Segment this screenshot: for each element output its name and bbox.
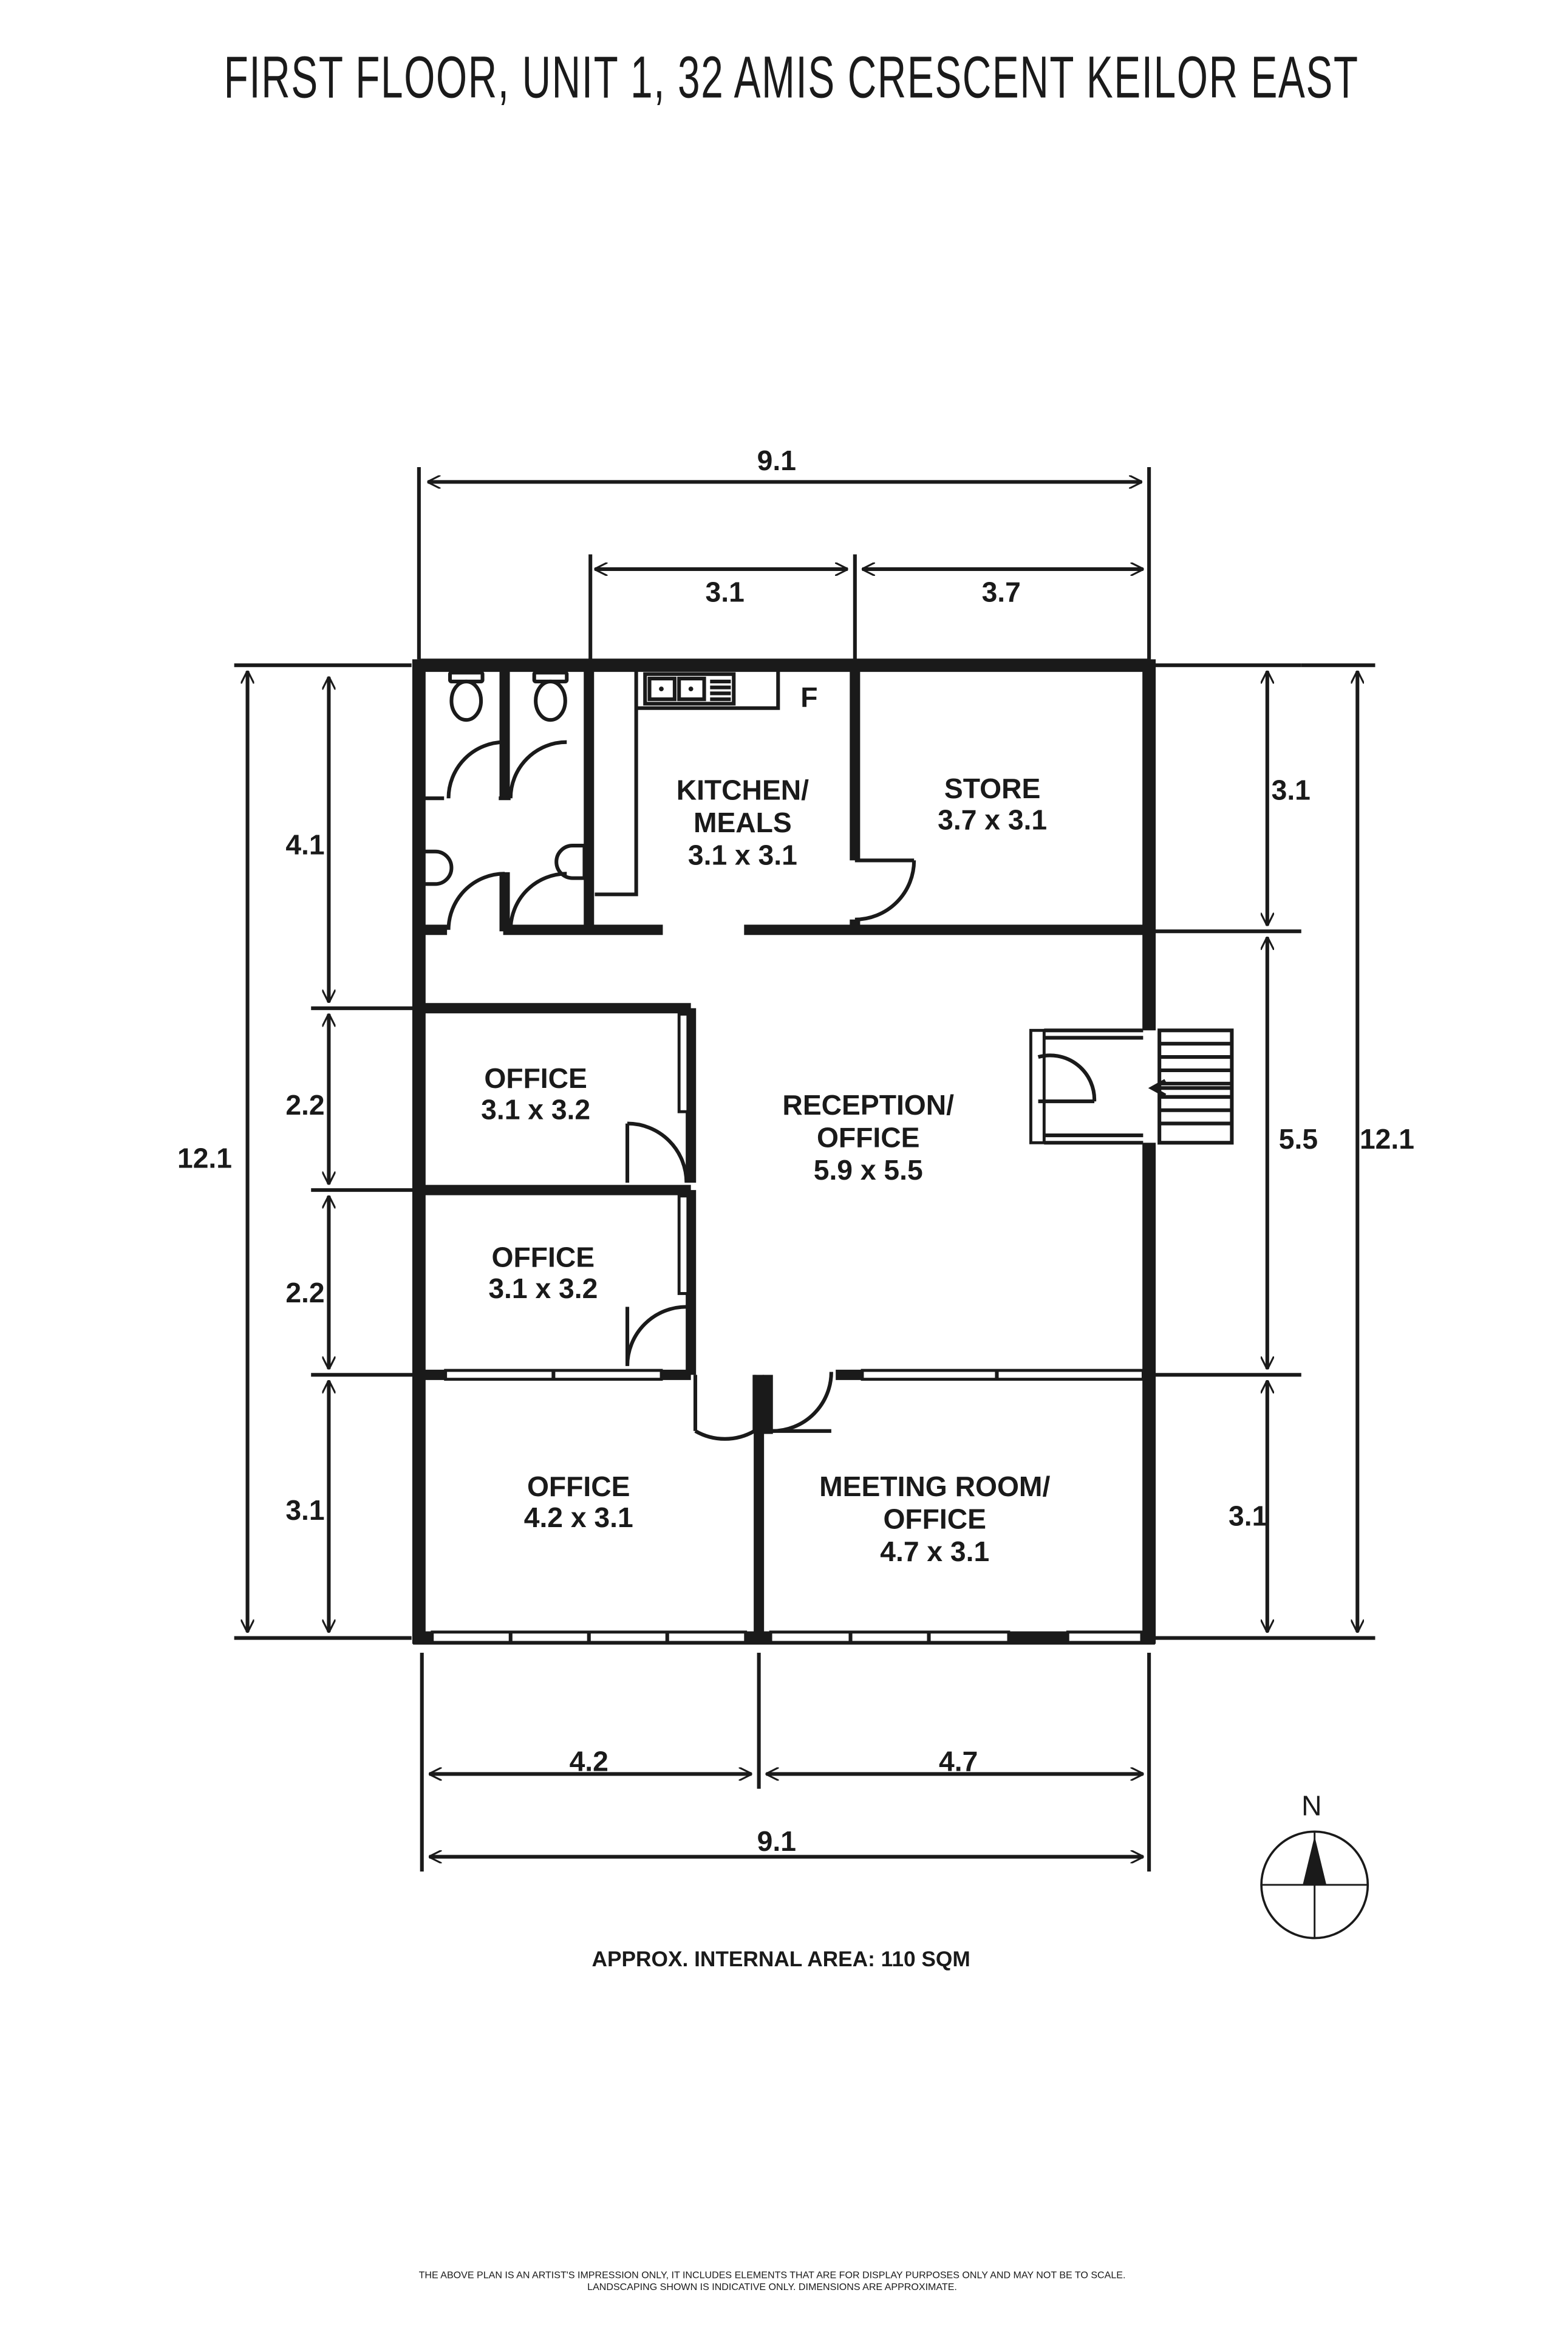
fixtures — [421, 671, 1234, 1145]
store-name: STORE — [944, 773, 1040, 804]
kitchen-name-line2: MEALS — [694, 807, 792, 838]
dim-bottom-total: 9.1 — [757, 1825, 796, 1857]
doors — [446, 740, 1144, 1441]
sink-icon — [643, 672, 736, 706]
office-c-name: OFFICE — [527, 1471, 630, 1502]
dim-left-total: 12.1 — [177, 1143, 232, 1174]
disclaimer-line1: THE ABOVE PLAN IS AN ARTIST'S IMPRESSION… — [419, 2269, 1126, 2280]
reception-name-line1: RECEPTION/ — [782, 1089, 954, 1121]
disclaimer-line2: LANDSCAPING SHOWN IS INDICATIVE ONLY. DI… — [587, 2282, 957, 2292]
compass-north-label: N — [1301, 1790, 1321, 1822]
basin-icon — [421, 849, 454, 886]
dim-right-reception: 5.5 — [1279, 1123, 1318, 1155]
dim-right-meeting: 3.1 — [1229, 1500, 1267, 1532]
office-b-size: 3.1 x 3.2 — [488, 1273, 598, 1304]
dim-bottom-meeting: 4.7 — [939, 1746, 978, 1777]
kitchen-name-line1: KITCHEN/ — [677, 774, 809, 806]
dim-left-wc: 4.1 — [285, 829, 324, 861]
meeting-name-line1: MEETING ROOM/ — [819, 1471, 1050, 1502]
dim-left-office1: 2.2 — [285, 1089, 324, 1121]
dimension-lines — [234, 467, 1375, 1872]
basin-icon — [554, 844, 587, 880]
plan-title: FIRST FLOOR, UNIT 1, 32 AMIS CRESCENT KE… — [224, 44, 1359, 111]
reception-size: 5.9 x 5.5 — [814, 1154, 923, 1186]
dim-left-office2: 2.2 — [285, 1277, 324, 1308]
office-a-name: OFFICE — [484, 1062, 587, 1094]
stairs-icon — [1148, 1028, 1234, 1145]
store-size: 3.7 x 3.1 — [938, 804, 1047, 835]
toilet-icon — [532, 671, 569, 722]
dim-right-store: 3.1 — [1272, 774, 1311, 806]
dim-top-kitchen: 3.1 — [706, 576, 745, 608]
dim-left-office3: 3.1 — [285, 1494, 324, 1526]
dim-top-store: 3.7 — [982, 576, 1021, 608]
kitchen-size: 3.1 x 3.1 — [688, 839, 797, 871]
dimension-labels: 9.1 3.1 3.7 12.1 4.1 2.2 2.2 3.1 3.1 5.5… — [177, 445, 1414, 1857]
reception-name-line2: OFFICE — [817, 1122, 920, 1154]
office-c-size: 4.2 x 3.1 — [524, 1502, 633, 1533]
dim-right-total: 12.1 — [1360, 1123, 1414, 1155]
meeting-name-line2: OFFICE — [883, 1503, 986, 1534]
dim-top-total: 9.1 — [757, 445, 796, 476]
dim-bottom-office: 4.2 — [570, 1746, 608, 1777]
area-note: APPROX. INTERNAL AREA: 110 SQM — [592, 1947, 970, 1971]
office-a-size: 3.1 x 3.2 — [481, 1093, 590, 1125]
meeting-size: 4.7 x 3.1 — [880, 1536, 989, 1567]
compass-arrow-icon — [1303, 1836, 1327, 1885]
compass: N — [1260, 1790, 1369, 1940]
toilet-icon — [448, 671, 485, 722]
windows — [431, 1013, 1145, 1644]
fridge-label: F — [800, 681, 817, 713]
office-b-name: OFFICE — [492, 1242, 595, 1273]
room-labels: F KITCHEN/ MEALS 3.1 x 3.1 STORE 3.7 x 3… — [481, 681, 1050, 1567]
